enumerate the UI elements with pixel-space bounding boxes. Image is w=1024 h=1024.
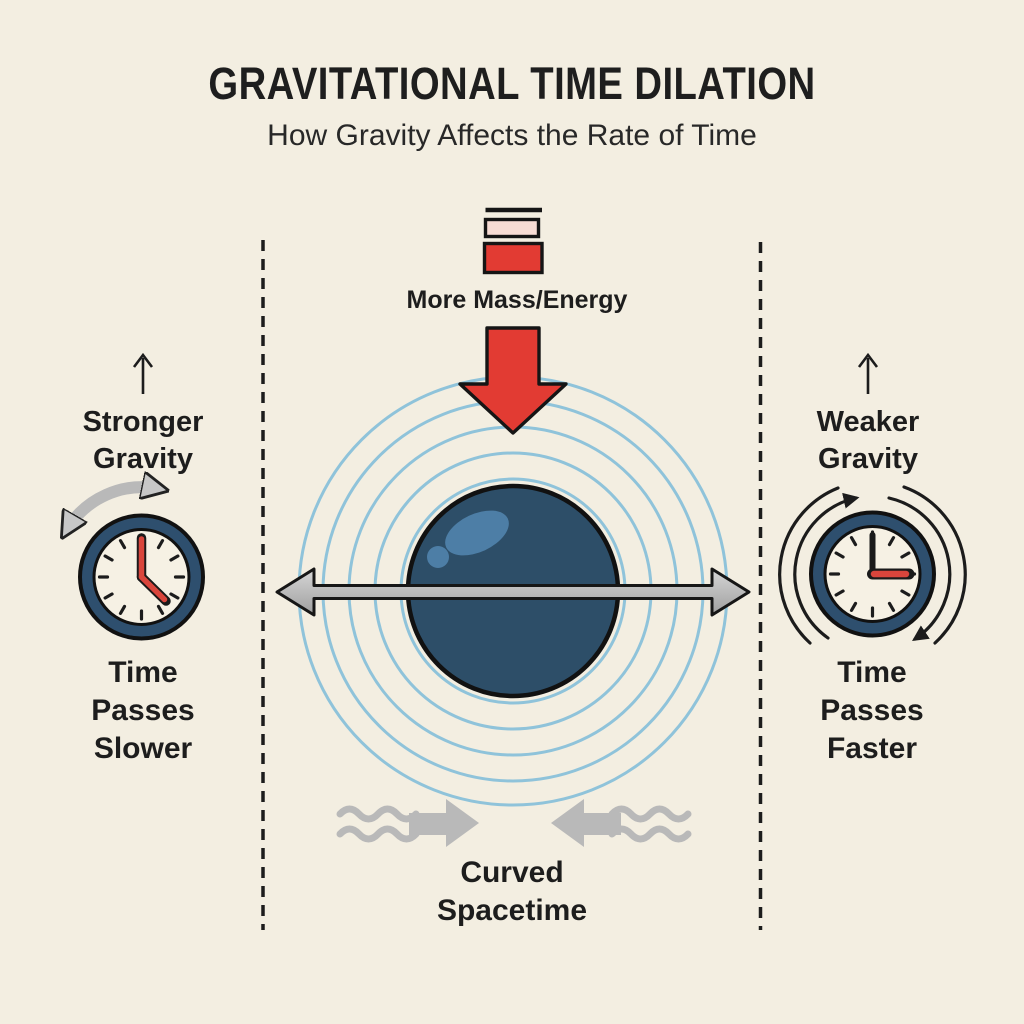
mass-energy-label: More Mass/Energy [406,286,628,314]
fast-clock-icon [809,510,936,638]
fast-spin-arcs-icon [778,485,967,645]
time-slower-line2: Passes [91,694,195,727]
stronger-gravity-label: Stronger Gravity [23,404,263,478]
curved-spacetime-label: Curved Spacetime [362,854,662,930]
clock-hands [136,533,171,606]
time-faster-line1: Time [837,656,907,689]
sphere-highlight-small [427,546,449,568]
curved-spacetime-line1: Curved [460,856,564,889]
time-passes-faster-label: Time Passes Faster [752,654,992,768]
wave-arrow-right-icon [409,799,479,847]
weaker-gravity-line2: Gravity [818,443,918,475]
stronger-gravity-line2: Gravity [93,443,193,475]
up-arrow-left-icon [132,352,154,394]
weaker-gravity-label: Weaker Gravity [748,404,988,478]
time-faster-line3: Faster [826,732,918,765]
sphere-highlight [445,510,509,556]
double-headed-space-arrow [275,567,751,617]
time-slower-line3: Slower [93,732,193,765]
up-arrow-right-icon [857,352,879,394]
weaker-gravity-line1: Weaker [816,406,920,438]
time-slower-line1: Time [108,656,178,689]
page-subtitle: How Gravity Affects the Rate of Time [267,119,757,152]
wave-arrow-left-icon [551,799,621,847]
stronger-gravity-line1: Stronger [82,406,204,438]
time-passes-slower-label: Time Passes Slower [23,654,263,768]
stacked-mass-bars-icon [482,207,544,275]
gravity-wave-arrows-icon [336,799,692,847]
curved-spacetime-line2: Spacetime [436,894,588,927]
clock-hands [867,532,915,580]
slow-clock-icon [78,513,205,641]
slow-swing-arrow-icon [66,487,160,531]
time-faster-line2: Passes [820,694,924,727]
clock-ticks [97,533,186,621]
page-title: GRAVITATIONAL TIME DILATION [208,58,816,109]
red-down-arrow-icon [458,326,568,435]
